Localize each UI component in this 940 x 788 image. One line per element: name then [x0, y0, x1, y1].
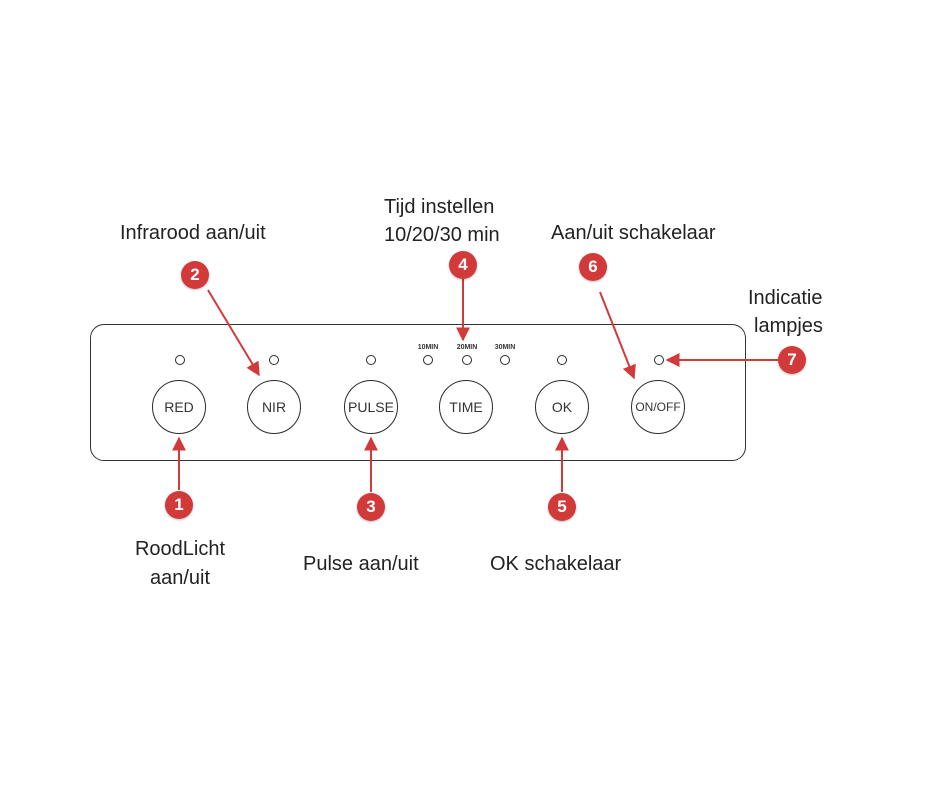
led-nir [269, 355, 279, 365]
badge-1: 1 [165, 491, 193, 519]
callout-7-text-line2: lampjes [754, 315, 823, 337]
callout-4-text-line2: 10/20/30 min [384, 224, 500, 246]
callout-4-text-line1: Tijd instellen [384, 196, 495, 218]
ok-button[interactable]: OK [535, 380, 589, 434]
led-pulse [366, 355, 376, 365]
badge-6: 6 [579, 253, 607, 281]
nir-button[interactable]: NIR [247, 380, 301, 434]
led-time-20 [462, 355, 472, 365]
time-button[interactable]: TIME [439, 380, 493, 434]
badge-2: 2 [181, 261, 209, 289]
callout-7-text-line1: Indicatie [748, 287, 823, 309]
badge-3: 3 [357, 493, 385, 521]
time-label-10: 10MIN [417, 344, 439, 351]
led-ok [557, 355, 567, 365]
badge-4: 4 [449, 251, 477, 279]
callout-1-text-line1: RoodLicht [134, 538, 226, 560]
red-button[interactable]: RED [152, 380, 206, 434]
pulse-button[interactable]: PULSE [344, 380, 398, 434]
callout-2-text: Infrarood aan/uit [120, 222, 266, 244]
badge-7: 7 [778, 346, 806, 374]
led-red [175, 355, 185, 365]
led-time-10 [423, 355, 433, 365]
callout-5-text: OK schakelaar [490, 553, 622, 575]
time-label-30: 30MIN [494, 344, 516, 351]
callout-3-text: Pulse aan/uit [303, 553, 419, 575]
callout-6-text: Aan/uit schakelaar [551, 222, 716, 244]
callout-1-text-line2: aan/uit [149, 567, 211, 589]
time-label-20: 20MIN [456, 344, 478, 351]
onoff-button[interactable]: ON/OFF [631, 380, 685, 434]
led-onoff [654, 355, 664, 365]
led-time-30 [500, 355, 510, 365]
badge-5: 5 [548, 493, 576, 521]
